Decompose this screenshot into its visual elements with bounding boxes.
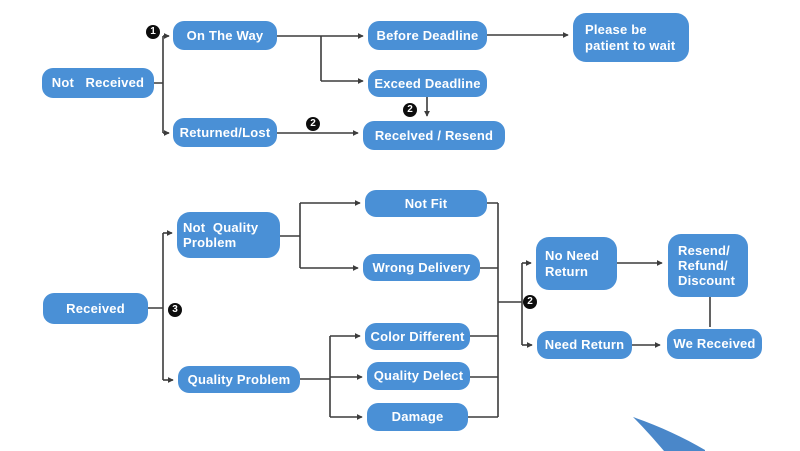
node-damage: Damage <box>367 403 468 431</box>
node-received: Received <box>43 293 148 324</box>
node-received-resend: Recelved / Resend <box>363 121 505 150</box>
node-need-return: Need Return <box>537 331 632 359</box>
edge-notquality-split <box>280 203 301 268</box>
edge-return-branch <box>498 263 523 345</box>
node-before-deadline: Before Deadline <box>368 21 487 50</box>
swoosh-decoration <box>633 417 705 451</box>
step-2-badge-returned: 2 <box>306 117 320 131</box>
edge-notreceived-branch <box>153 36 164 133</box>
step-2-badge-return-branch: 2 <box>523 295 537 309</box>
node-on-the-way: On The Way <box>173 21 277 50</box>
node-returned-lost: Returned/Lost <box>173 118 277 147</box>
step-2-badge-exceed: 2 <box>403 103 417 117</box>
step-3-badge: 3 <box>168 303 182 317</box>
node-color-different: Color Different <box>365 323 470 350</box>
node-wrong-delivery: Wrong Delivery <box>363 254 480 281</box>
node-no-need-return: No Need Return <box>536 237 617 290</box>
edge-quality-split <box>300 336 331 417</box>
node-not-received: Not Received <box>42 68 154 98</box>
node-exceed-deadline: Exceed Deadline <box>368 70 487 97</box>
node-quality-delect: Quality Delect <box>367 362 470 390</box>
node-we-received: We Received <box>667 329 762 359</box>
edge-collector <box>468 202 499 418</box>
step-1-badge: 1 <box>146 25 160 39</box>
node-please-wait: Please be patient to wait <box>573 13 689 62</box>
node-resend-refund-discount: Resend/ Refund/ Discount <box>668 234 748 297</box>
node-quality-problem: Quality Problem <box>178 366 300 393</box>
edge-received-branch <box>148 233 164 380</box>
node-not-fit: Not Fit <box>365 190 487 217</box>
node-not-quality-problem: Not Quality Problem <box>177 212 280 258</box>
